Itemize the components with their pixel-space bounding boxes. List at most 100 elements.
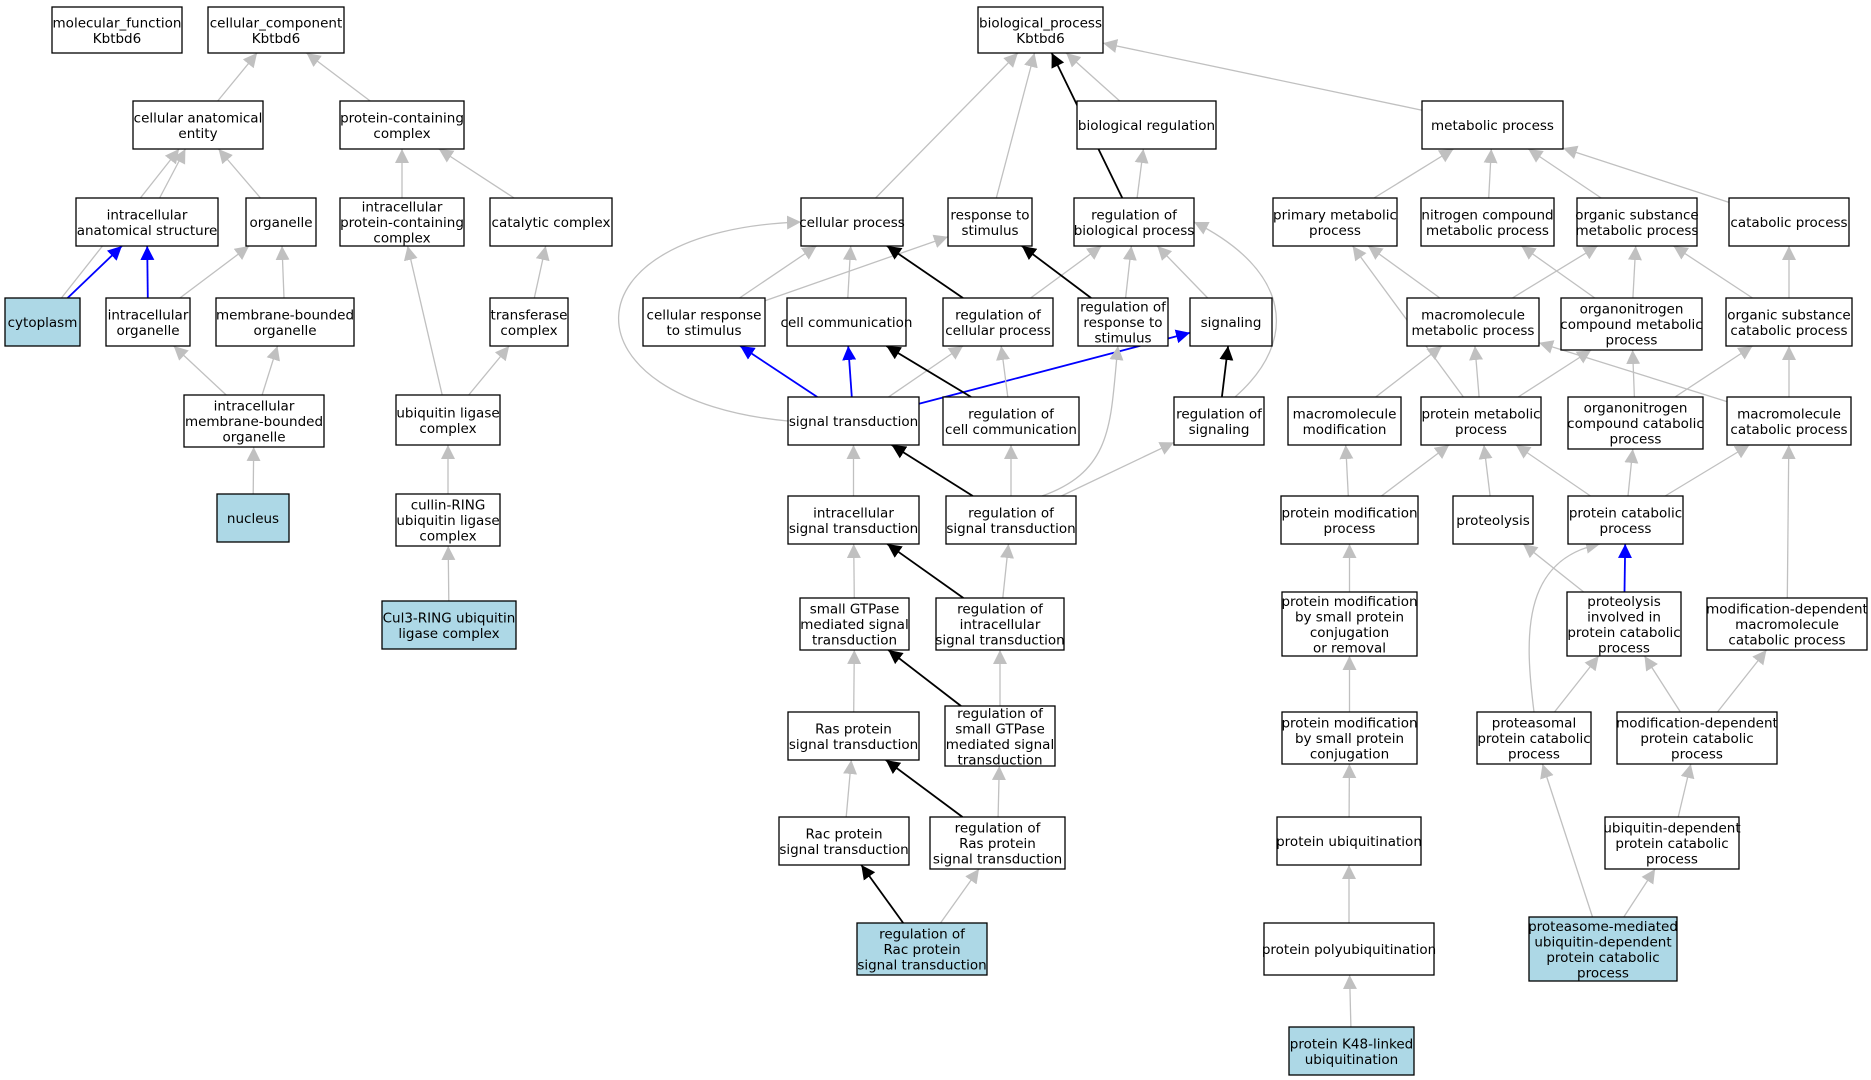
node-label-line: regulation of: [957, 602, 1044, 618]
node-label-line: organonitrogen: [1584, 401, 1688, 417]
node-label-line: metabolic process: [1431, 118, 1554, 134]
edge-protmod-to-protmet: [1381, 444, 1450, 497]
go-term-node-cellcomm[interactable]: cell communication: [781, 297, 913, 347]
node-label-line: intracellular: [362, 200, 443, 216]
node-label-line: regulation of: [968, 505, 1055, 521]
edge-protmet-to-macromet: [1469, 345, 1484, 398]
go-term-node-bioreg[interactable]: biological regulation: [1076, 100, 1217, 150]
node-label-line: metabolic process: [1426, 223, 1549, 239]
edge-moddepprot-to-proteocat: [1643, 655, 1681, 713]
node-label-line: or removal: [1313, 640, 1386, 656]
node-box: [1287, 396, 1402, 446]
edge-metab-to-bp_root: [1102, 39, 1423, 111]
go-term-node-signaling[interactable]: signaling: [1189, 297, 1273, 347]
node-label-line: stimulus: [961, 223, 1018, 239]
go-term-node-nucleus[interactable]: nucleus: [216, 493, 290, 543]
go-term-node-cyto[interactable]: cytoplasm: [4, 297, 81, 347]
node-box: [935, 597, 1065, 651]
node-box: [947, 197, 1033, 247]
node-label-line: cell communication: [781, 315, 913, 331]
go-term-node-protubi[interactable]: protein ubiquitination: [1276, 816, 1422, 866]
node-label-line: metabolic process: [1576, 223, 1699, 239]
go-term-node-sigtrans[interactable]: signal transduction: [787, 396, 920, 446]
node-box: [489, 197, 613, 247]
edge-regcp-to-cellproc: [886, 245, 964, 299]
node-label-line: ubiquitin ligase: [396, 405, 499, 421]
node-label-line: signaling: [1201, 315, 1262, 331]
node-label-line: signal transduction: [789, 521, 918, 537]
node-label-line: stimulus: [1094, 331, 1151, 347]
node-label-line: membrane-bounded: [216, 307, 354, 323]
node-label-line: signal transduction: [789, 414, 918, 430]
go-term-node-cellproc[interactable]: cellular process: [799, 197, 905, 247]
go-term-node-metab[interactable]: metabolic process: [1421, 100, 1564, 150]
node-label-line: biological process: [1074, 223, 1195, 239]
go-term-node-proteasome[interactable]: proteasome-mediatedubiquitin-dependentpr…: [1528, 916, 1678, 982]
go-term-node-moddepmac[interactable]: modification-dependentmacromoleculecatab…: [1706, 597, 1868, 651]
edge-protcat-to-orgnitrocat: [1624, 448, 1639, 497]
node-box: [1420, 197, 1555, 247]
go-term-node-catab[interactable]: catabolic process: [1728, 197, 1850, 247]
node-box: [945, 495, 1077, 545]
go-term-node-catcx[interactable]: catalytic complex: [489, 197, 613, 247]
node-label-line: regulation of: [955, 821, 1042, 837]
go-term-node-organelle[interactable]: organelle: [245, 197, 317, 247]
node-label-line: intracellular: [813, 505, 894, 521]
node-label-line: intracellular: [960, 617, 1041, 633]
go-term-node-polyubi[interactable]: protein polyubiquitination: [1262, 922, 1436, 976]
node-label-line: signaling: [1189, 422, 1250, 438]
go-term-node-proteolysis[interactable]: proteolysis: [1452, 495, 1534, 545]
node-label-line: intracellular: [214, 399, 295, 415]
